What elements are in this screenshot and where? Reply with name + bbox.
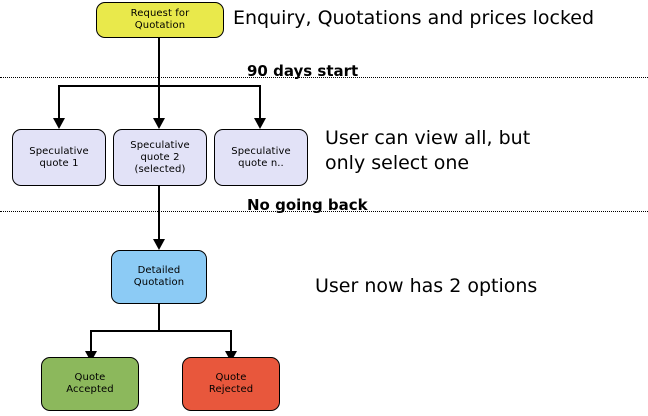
node-label: Speculative quote n.. <box>231 145 291 169</box>
divider-label-90-days: 90 days start <box>247 62 359 80</box>
connector-detailed-stem <box>158 304 160 331</box>
node-label: Quote Accepted <box>66 372 114 395</box>
node-label: Speculative quote 1 <box>29 145 89 169</box>
connector-rfq-stem <box>158 38 160 85</box>
connector-outcome-bus <box>90 330 230 332</box>
arrowhead-to-rejected <box>225 351 237 362</box>
divider-label-no-going-back: No going back <box>247 196 368 214</box>
divider-line-90-days <box>0 77 648 78</box>
arrowhead-to-specn <box>254 118 266 129</box>
arrowhead-to-spec1 <box>53 118 65 129</box>
annotation-two-options: User now has 2 options <box>315 275 538 297</box>
connector-to-specn <box>259 85 261 121</box>
connector-spec2-to-detailed <box>158 186 160 243</box>
node-speculative-quote-n[interactable]: Speculative quote n.. <box>214 129 308 186</box>
arrowhead-to-accepted <box>85 351 97 362</box>
arrowhead-to-detailed <box>153 239 165 250</box>
node-quote-rejected[interactable]: Quote Rejected <box>182 357 280 411</box>
node-label: Request for Quotation <box>130 8 190 31</box>
node-speculative-quote-2-selected[interactable]: Speculative quote 2 (selected) <box>113 129 207 186</box>
node-label: Quote Rejected <box>208 372 254 395</box>
node-quote-accepted[interactable]: Quote Accepted <box>41 357 139 411</box>
connector-to-rejected <box>230 330 232 354</box>
divider-line-no-going-back <box>0 211 648 212</box>
arrowhead-to-spec2 <box>153 118 165 129</box>
node-request-for-quotation[interactable]: Request for Quotation <box>96 2 224 38</box>
connector-to-spec2 <box>158 85 160 121</box>
connector-to-accepted <box>90 330 92 354</box>
node-label: Speculative quote 2 (selected) <box>130 139 190 175</box>
node-label: Detailed Quotation <box>133 265 185 288</box>
node-detailed-quotation[interactable]: Detailed Quotation <box>111 250 207 304</box>
connector-to-spec1 <box>58 85 60 121</box>
annotation-prices-locked: Enquiry, Quotations and prices locked <box>233 7 595 29</box>
annotation-view-all-select-one: User can view all, but only select one <box>325 127 531 174</box>
node-speculative-quote-1[interactable]: Speculative quote 1 <box>12 129 106 186</box>
